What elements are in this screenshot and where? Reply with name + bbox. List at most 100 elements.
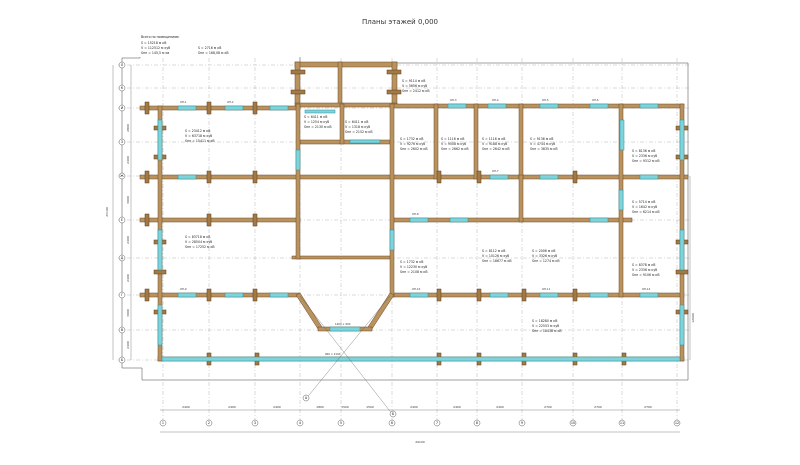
svg-text:Б: Б <box>121 358 124 362</box>
svg-text:2400: 2400 <box>126 156 130 164</box>
window-label: ОП-5 <box>542 98 549 102</box>
right-dimensions: 12600 <box>689 176 695 360</box>
room-note: S = 1732 м кВ V = 9276 м куб Sнн = 2602 … <box>400 137 428 151</box>
svg-text:S = 2006 м кВ: S = 2006 м кВ <box>532 249 555 253</box>
svg-text:4: 4 <box>299 421 301 425</box>
axis-bubble-diag: А <box>305 396 308 400</box>
svg-text:Sнн = 18438 м кВ: Sнн = 18438 м кВ <box>532 329 562 333</box>
svg-text:3000: 3000 <box>126 309 130 317</box>
left-dimensions: 25100 2800 2400 3000 2400 2400 3000 2400 <box>105 65 132 360</box>
svg-text:S = 6411 м кВ: S = 6411 м кВ <box>304 115 327 119</box>
svg-text:Sнн = 2108 м кВ: Sнн = 2108 м кВ <box>400 270 428 274</box>
summary-block: Всего по помещениям: S = 15218 м кВ V = … <box>141 35 229 55</box>
svg-text:S = 1732 м кВ: S = 1732 м кВ <box>400 260 423 264</box>
door-size-label: 900 × 2100 <box>325 352 341 356</box>
svg-text:S = 8112 м кВ: S = 8112 м кВ <box>482 249 505 253</box>
summary-left-1: S = 15218 м кВ <box>141 41 166 45</box>
left-axis-bubbles: Л К И З Ж Е Д Г В Б <box>118 61 126 364</box>
window-label: ОП-9 <box>180 287 187 291</box>
window-label: ОП-7 <box>492 169 499 173</box>
windows <box>157 103 685 362</box>
window-label: ОП-4 <box>492 98 499 102</box>
svg-text:Sнн = 2130 м кВ: Sнн = 2130 м кВ <box>304 125 332 129</box>
svg-text:S = 1116 м кВ: S = 1116 м кВ <box>441 137 464 141</box>
drawing-title: Планы этажей 0,000 <box>362 18 438 26</box>
svg-text:2400: 2400 <box>453 405 461 409</box>
svg-text:1: 1 <box>162 421 164 425</box>
svg-text:V = 22553 м куб: V = 22553 м куб <box>532 324 559 328</box>
site-boundary <box>121 57 689 381</box>
svg-text:2400: 2400 <box>410 405 418 409</box>
left-total-dimension: 25100 <box>105 207 109 217</box>
svg-text:10: 10 <box>571 421 575 425</box>
room-note: S = 9114 м кВ V = 5656 м куб Sнн = 2412 … <box>402 79 430 93</box>
svg-text:Sнн = 15411 м кВ: Sнн = 15411 м кВ <box>185 139 215 143</box>
svg-text:V = 9276 м куб: V = 9276 м куб <box>400 142 425 146</box>
svg-text:2: 2 <box>208 421 210 425</box>
svg-text:Г: Г <box>121 293 123 297</box>
room-note: S = 1116 м кВ V = 9188 м куб Sнн = 2642 … <box>482 137 510 151</box>
window-label: ОП-12 <box>642 287 651 291</box>
room-note: S = 83718 м кВ V = 28504 м куб Sнн = 172… <box>185 235 215 249</box>
room-note: S = 9136 м кВ V = 4744 м куб Sнн = 3835 … <box>530 137 558 151</box>
axis-bubble-diag: Б <box>392 412 395 416</box>
svg-text:К: К <box>121 86 124 90</box>
room-note: S = 8136 м кВ V = 2336 м куб Sнн = 9312 … <box>632 149 660 163</box>
room-note: S = 1116 м кВ V = 9508 м куб Sнн = 2662 … <box>441 137 469 151</box>
window-label: ОП-8 <box>412 212 419 216</box>
svg-text:S = 18280 м кВ: S = 18280 м кВ <box>532 319 557 323</box>
svg-text:2400: 2400 <box>126 341 130 349</box>
bottom-axis-bubbles: 1 2 3 4 5 6 7 8 9 10 11 12 <box>159 419 681 427</box>
svg-text:Sнн = 9106 м кВ: Sнн = 9106 м кВ <box>632 273 660 277</box>
room-notes: S = 9114 м кВ V = 5656 м куб Sнн = 2412 … <box>185 79 660 333</box>
room-note: S = 23412 м кВ V = 63718 м куб Sнн = 154… <box>185 129 215 143</box>
svg-text:V = 28504 м куб: V = 28504 м куб <box>185 240 212 244</box>
svg-text:5: 5 <box>340 421 342 425</box>
svg-text:V = 1254 м куб: V = 1254 м куб <box>304 120 329 124</box>
window-label: ОП-1 <box>180 100 187 104</box>
room-note: S = 18280 м кВ V = 22553 м куб Sнн = 184… <box>532 319 562 333</box>
svg-text:З: З <box>121 140 123 144</box>
svg-text:Sнн = 17252 м кВ: Sнн = 17252 м кВ <box>185 245 215 249</box>
window-label: ОП-10 <box>412 287 421 291</box>
room-note: S = 6411 м кВ V = 1318 м куб Sнн = 2152 … <box>345 120 373 134</box>
svg-text:S = 9114 м кВ: S = 9114 м кВ <box>402 79 425 83</box>
room-note: S = 1732 м кВ V = 12230 м куб Sнн = 2108… <box>400 260 428 274</box>
svg-text:1500: 1500 <box>341 405 349 409</box>
svg-text:6: 6 <box>391 421 393 425</box>
svg-text:2700: 2700 <box>544 405 552 409</box>
summary-left-3: Sнн = 145,5 м кв <box>141 51 169 55</box>
svg-text:Л: Л <box>121 63 124 67</box>
svg-text:Sнн = 3835 м кВ: Sнн = 3835 м кВ <box>530 147 558 151</box>
summary-right-1: S = 2716 м кВ <box>198 46 221 50</box>
window-size-label: 1400 × 900 <box>335 322 351 326</box>
svg-text:В: В <box>121 328 124 332</box>
svg-text:Sнн = 2602 м кВ: Sнн = 2602 м кВ <box>400 147 428 151</box>
svg-text:V = 9508 м куб: V = 9508 м куб <box>441 142 466 146</box>
svg-text:Sнн = 6214 м кВ: Sнн = 6214 м кВ <box>632 210 660 214</box>
svg-text:S = 6411 м кВ: S = 6411 м кВ <box>345 120 368 124</box>
svg-text:S = 1732 м кВ: S = 1732 м кВ <box>400 137 423 141</box>
svg-text:3: 3 <box>254 421 256 425</box>
svg-text:S = 5714 м кВ: S = 5714 м кВ <box>632 200 655 204</box>
svg-text:Sнн = 2662 м кВ: Sнн = 2662 м кВ <box>441 147 469 151</box>
axis-grid <box>118 58 690 420</box>
svg-text:2700: 2700 <box>594 405 602 409</box>
svg-text:S = 23412 м кВ: S = 23412 м кВ <box>185 129 210 133</box>
svg-text:Sнн = 2642 м кВ: Sнн = 2642 м кВ <box>482 147 510 151</box>
svg-text:3000: 3000 <box>126 196 130 204</box>
summary-left-2: V = 112512 м куб <box>141 46 170 50</box>
svg-text:Sнн = 2152 м кВ: Sнн = 2152 м кВ <box>345 130 373 134</box>
log-posts <box>144 69 689 366</box>
summary-heading: Всего по помещениям: <box>141 35 180 39</box>
svg-text:S = 1116 м кВ: S = 1116 м кВ <box>482 137 505 141</box>
svg-text:12: 12 <box>675 421 679 425</box>
svg-text:V = 4744 м куб: V = 4744 м куб <box>530 142 555 146</box>
svg-text:V = 3326 м куб: V = 3326 м куб <box>532 254 557 258</box>
svg-text:2400: 2400 <box>496 405 504 409</box>
svg-text:V = 1642 м куб: V = 1642 м куб <box>632 205 657 209</box>
svg-text:Е: Е <box>121 218 123 222</box>
svg-text:V = 1318 м куб: V = 1318 м куб <box>345 125 370 129</box>
svg-text:S = 8136 м кВ: S = 8136 м кВ <box>632 149 655 153</box>
room-note: S = 2006 м кВ V = 3326 м куб Sнн = 1274 … <box>532 249 560 263</box>
